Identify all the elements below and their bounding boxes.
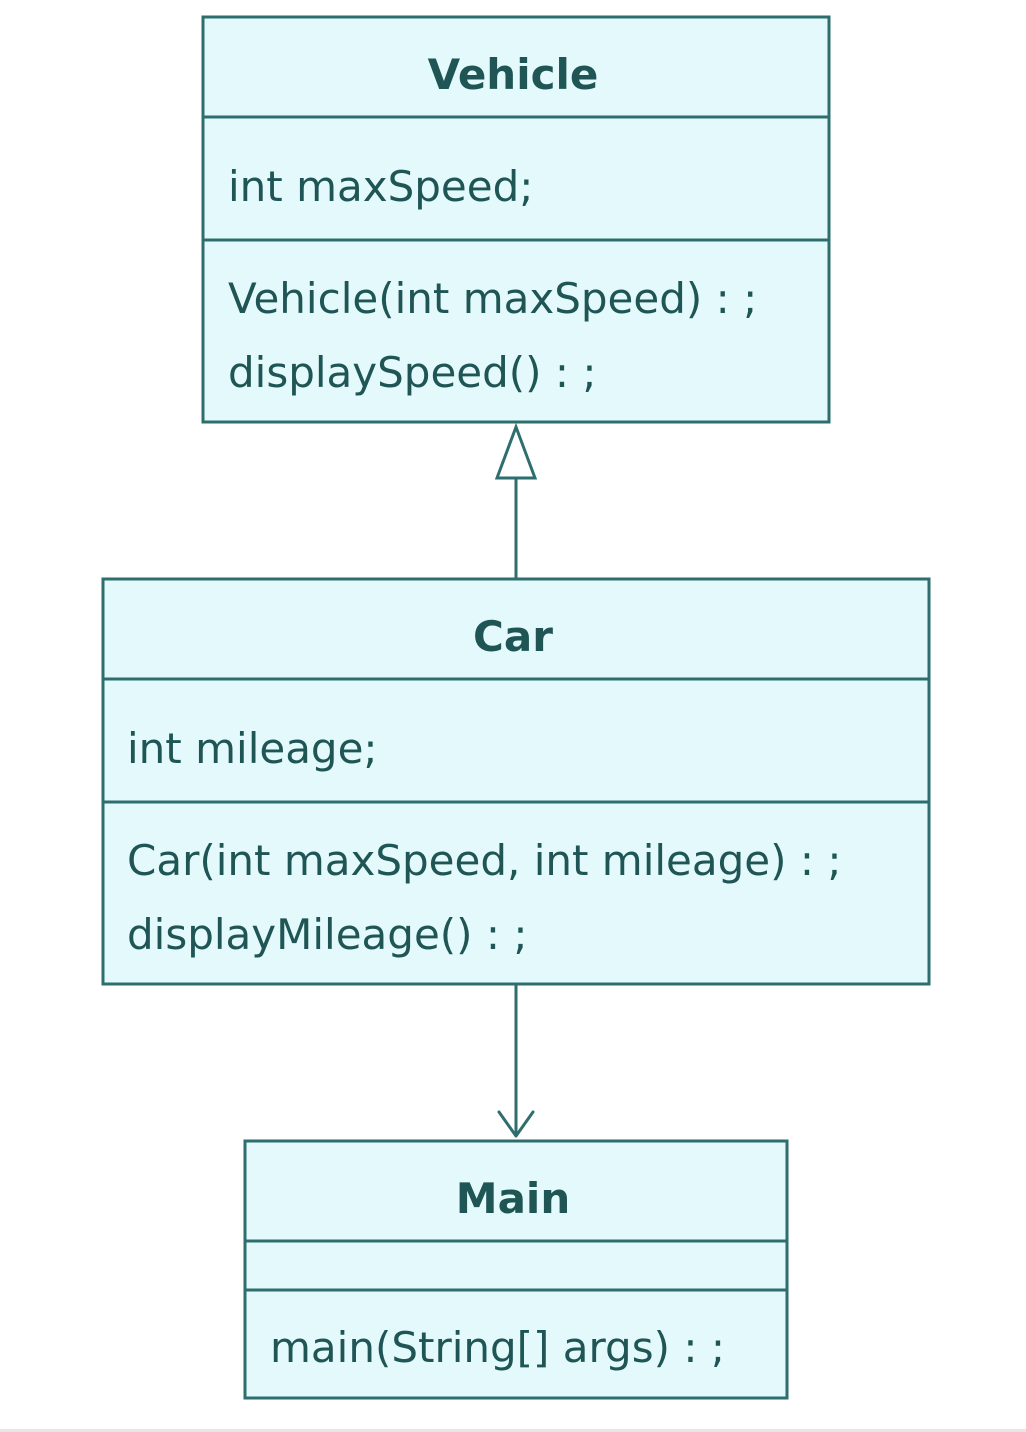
class-box-vehicle[interactable]: Vehicle int maxSpeed; Vehicle(int maxSpe… [201,15,831,424]
inheritance-edge-car-vehicle [494,422,538,579]
method-display-speed: displaySpeed() : ; [228,348,597,397]
class-name-main: Main [456,1174,570,1223]
attribute-max-speed: int maxSpeed; [228,162,533,211]
method-car-constructor: Car(int maxSpeed, int mileage) : ; [127,836,842,885]
class-box-main[interactable]: Main main(String[] args) : ; [243,1139,789,1400]
method-display-mileage: displayMileage() : ; [127,910,528,959]
association-edge-car-main [497,984,535,1138]
class-name-vehicle: Vehicle [428,50,599,99]
bottom-divider [0,1429,1026,1432]
method-vehicle-constructor: Vehicle(int maxSpeed) : ; [228,274,757,323]
class-name-car: Car [473,612,553,661]
class-box-car[interactable]: Car int mileage; Car(int maxSpeed, int m… [101,577,931,986]
attribute-mileage: int mileage; [127,724,378,773]
method-main: main(String[] args) : ; [270,1323,725,1372]
association-arrowhead-icon [497,1110,535,1138]
inheritance-arrowhead-icon [494,422,538,480]
